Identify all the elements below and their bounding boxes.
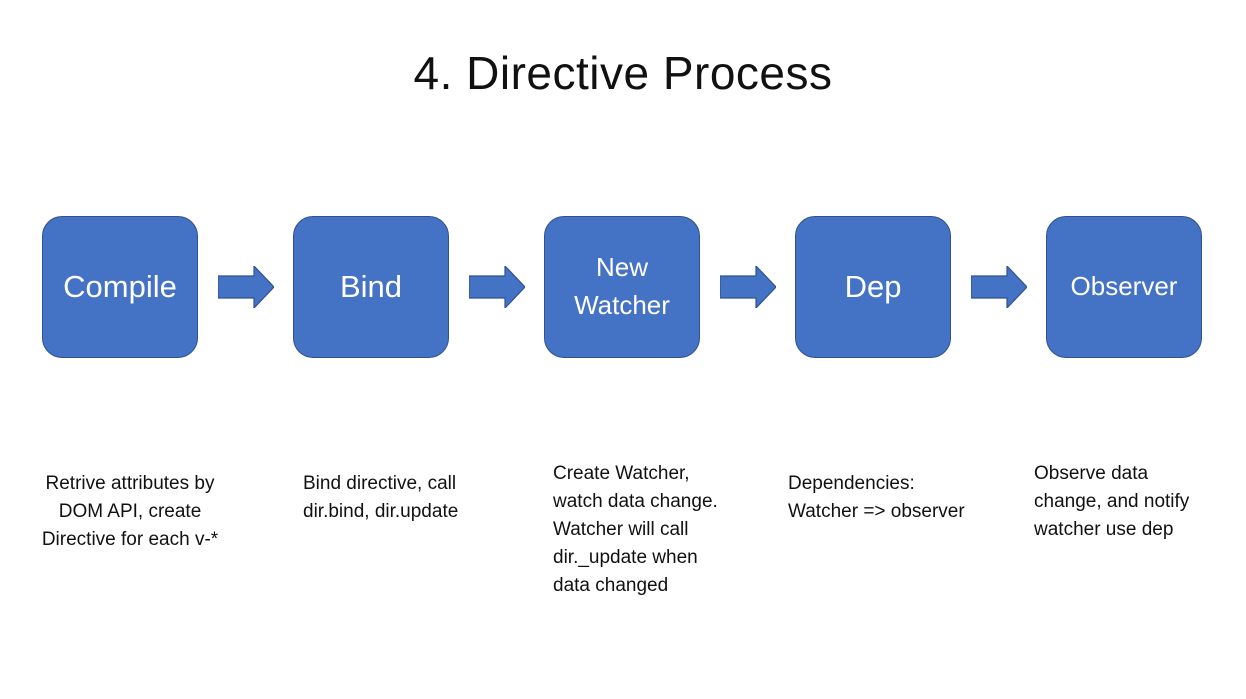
slide-title: 4. Directive Process — [413, 47, 833, 99]
step-observer-description: Observe data change, and notify watcher … — [1034, 463, 1190, 540]
step-new-watcher: New Watcher — [544, 216, 700, 358]
step-bind-description: Bind directive, call dir.bind, dir.updat… — [303, 473, 459, 522]
step-new-watcher-description: Create Watcher, watch data change. Watch… — [553, 463, 718, 596]
arrow-right-icon — [469, 266, 525, 308]
step-observer: Observer — [1046, 216, 1202, 358]
step-bind-label: Bind — [339, 269, 403, 305]
step-dep-label: Dep — [844, 269, 902, 305]
step-observer-label: Observer — [1070, 271, 1178, 302]
arrow-right-icon — [218, 266, 274, 308]
arrow-right-icon — [971, 266, 1027, 308]
arrow-right-icon — [720, 266, 776, 308]
step-dep-description: Dependencies: Watcher => observer — [788, 473, 965, 522]
step-compile-label: Compile — [63, 269, 177, 305]
step-compile: Compile — [42, 216, 198, 358]
step-bind: Bind — [293, 216, 449, 358]
step-dep: Dep — [795, 216, 951, 358]
step-compile-description: Retrive attributes by DOM API, create Di… — [41, 473, 219, 550]
step-new-watcher-label: New Watcher — [574, 252, 670, 320]
